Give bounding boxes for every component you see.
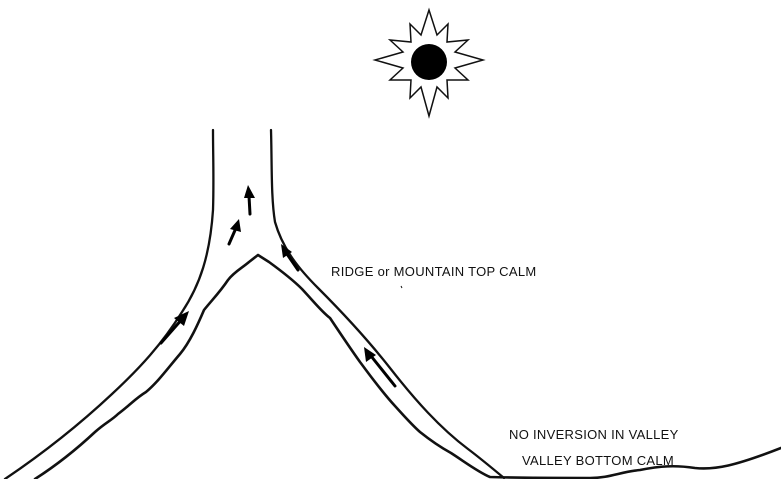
ridge-calm-label: RIDGE or MOUNTAIN TOP CALM [331, 265, 536, 278]
arrow-peak-left [229, 219, 241, 244]
arrow-right-slope [364, 347, 395, 386]
left-air-boundary-line [5, 130, 213, 479]
arrow-top-left [244, 185, 255, 214]
arrow-peak-right [281, 244, 298, 270]
tick-mark [401, 286, 402, 288]
sun-icon [375, 10, 483, 116]
no-inversion-label: NO INVERSION IN VALLEY [509, 428, 679, 441]
right-air-boundary-line [271, 130, 504, 478]
mountain-ground-line [35, 255, 781, 479]
valley-bottom-calm-label: VALLEY BOTTOM CALM [522, 454, 674, 467]
arrow-left-slope-upper [161, 311, 189, 343]
